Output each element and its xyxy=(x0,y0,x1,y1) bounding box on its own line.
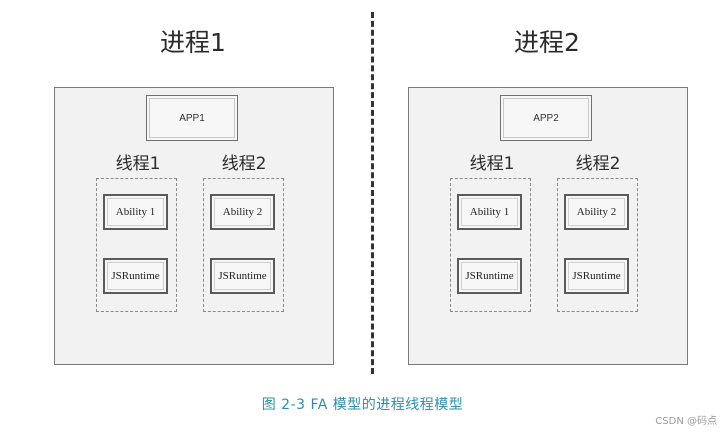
process-2-thread-2-jsruntime: JSRuntime xyxy=(564,258,629,294)
process-2-thread-2-ability: Ability 2 xyxy=(564,194,629,230)
process-1-thread-1-label: 线程1 xyxy=(115,154,161,174)
process-2-thread-2-label: 线程2 xyxy=(575,154,621,174)
process-2-thread-1-ability: Ability 1 xyxy=(457,194,522,230)
process-1-thread-2-jsruntime: JSRuntime xyxy=(210,258,275,294)
process-1-thread-2-box: Ability 2 JSRuntime xyxy=(203,178,284,312)
process-1-app-box: APP1 xyxy=(146,95,238,141)
process-1-thread-1-jsruntime: JSRuntime xyxy=(103,258,168,294)
process-2-thread-1-box: Ability 1 JSRuntime xyxy=(450,178,531,312)
process-2-box: APP2 线程1 线程2 Ability 1 JSRuntime Ability… xyxy=(408,87,688,365)
process-2-thread-1-label: 线程1 xyxy=(469,154,515,174)
process-1-box: APP1 线程1 线程2 Ability 1 JSRuntime Ability… xyxy=(54,87,334,365)
process-2-thread-1-jsruntime: JSRuntime xyxy=(457,258,522,294)
process-1-thread-2-label: 线程2 xyxy=(221,154,267,174)
process-2-title: 进程2 xyxy=(514,28,580,57)
figure-caption: 图 2-3 FA 模型的进程线程模型 xyxy=(261,397,464,413)
csdn-watermark: CSDN @码点 xyxy=(655,416,717,427)
process-1-thread-1-ability: Ability 1 xyxy=(103,194,168,230)
process-1-thread-2-ability: Ability 2 xyxy=(210,194,275,230)
process-1-title: 进程1 xyxy=(160,28,226,57)
process-divider-line xyxy=(371,12,374,374)
process-1-thread-1-box: Ability 1 JSRuntime xyxy=(96,178,177,312)
process-2-app-box: APP2 xyxy=(500,95,592,141)
process-2-thread-2-box: Ability 2 JSRuntime xyxy=(557,178,638,312)
